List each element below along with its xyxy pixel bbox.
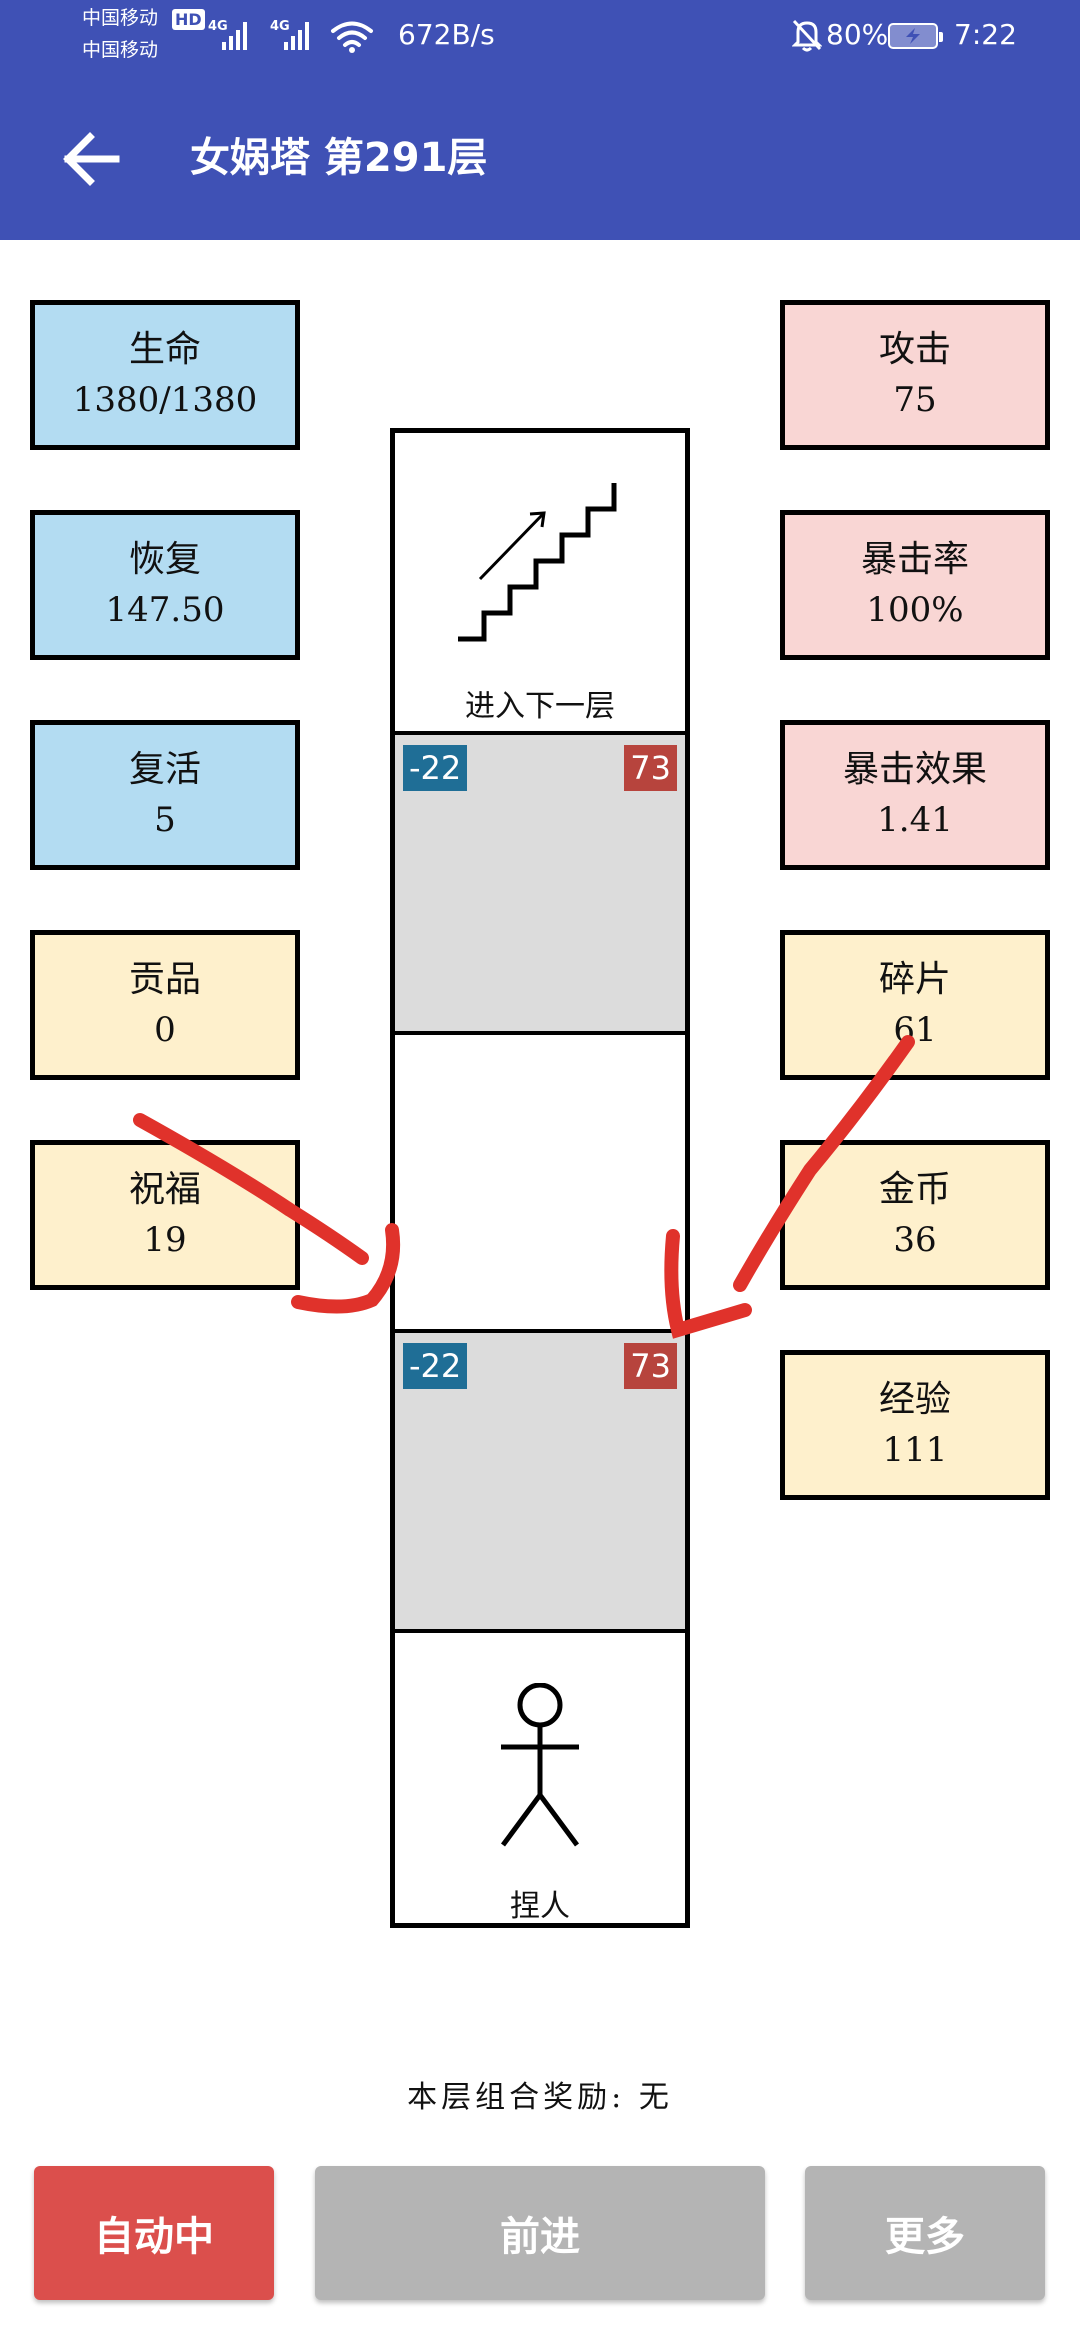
stat-crit-rate: 暴击率 100% [780,510,1050,660]
hd-badge: HD [172,9,205,30]
stat-label: 经验 [878,1379,951,1420]
stat-value: 5 [154,800,176,840]
stat-label: 贡品 [128,959,201,1000]
stat-value: 61 [893,1010,937,1050]
stat-revive: 复活 5 [30,720,300,870]
arrow-left-icon[interactable] [58,130,122,188]
stat-gold: 金币 36 [780,1140,1050,1290]
stat-blessing: 祝福 19 [30,1140,300,1290]
stat-value: 100% [866,590,964,630]
forward-button[interactable]: 前进 [315,2166,765,2300]
stat-recovery: 恢复 147.50 [30,510,300,660]
carrier-1: 中国移动 [82,7,159,29]
stat-value: 0 [154,1010,176,1050]
stat-value: 1380/1380 [72,380,258,420]
enemy-damage-badge: -22 [403,745,468,791]
stat-value: 147.50 [105,590,225,630]
tower: 进入下一层 -22 73 -22 73 捏人 [390,428,690,1928]
enemy-hp-badge: 73 [624,1343,677,1389]
page-title: 女娲塔 第291层 [190,135,488,181]
stat-experience: 经验 111 [780,1350,1050,1500]
next-floor-label: 进入下一层 [465,689,615,724]
network-speed: 672B/s [398,18,495,51]
player-label: 捏人 [510,1889,570,1924]
stat-label: 复活 [128,749,201,790]
battery-charging-icon [888,23,943,49]
stat-hp: 生命 1380/1380 [30,300,300,450]
annotation-arrow-left-head [291,1223,401,1314]
wifi-icon [331,21,373,53]
stat-value: 19 [143,1220,187,1260]
stat-tribute: 贡品 0 [30,930,300,1080]
stat-value: 1.41 [877,800,953,840]
enemy-cell[interactable]: -22 73 [395,1329,685,1629]
stat-label: 碎片 [878,959,951,1000]
network-type-2: 4G [270,19,290,34]
stat-label: 祝福 [128,1169,201,1210]
enemy-damage-badge: -22 [403,1343,468,1389]
combo-reward-text: 本层组合奖励: 无 [407,2080,673,2115]
network-type-1: 4G [208,19,228,34]
stairs-icon [458,483,617,642]
stat-label: 暴击效果 [842,749,987,790]
stick-figure-icon [500,1683,580,1847]
stat-label: 生命 [128,329,201,370]
stat-label: 恢复 [128,539,201,580]
auto-button[interactable]: 自动中 [34,2166,274,2300]
stat-label: 攻击 [878,329,951,370]
stat-attack: 攻击 75 [780,300,1050,450]
stat-label: 暴击率 [860,539,969,580]
empty-cell [395,1031,685,1329]
clock: 7:22 [954,18,1017,51]
signal-icon [222,18,247,50]
bell-muted-icon [792,19,822,52]
stat-value: 111 [882,1430,948,1470]
stat-value: 36 [893,1220,937,1260]
stat-fragments: 碎片 61 [780,930,1050,1080]
carrier-2: 中国移动 [82,39,159,61]
enemy-hp-badge: 73 [624,745,677,791]
status-bar: 中国移动 中国移动 HD 4G 4G 672B/s 80% 7:2 [0,0,1080,72]
signal-icon [284,18,309,50]
stat-crit-effect: 暴击效果 1.41 [780,720,1050,870]
app-bar: 女娲塔 第291层 [0,72,1080,240]
player-cell[interactable]: 捏人 [395,1629,685,1924]
stat-label: 金币 [878,1169,951,1210]
battery-percent: 80% [826,18,889,51]
next-floor-cell[interactable]: 进入下一层 [395,433,685,731]
stat-value: 75 [893,380,937,420]
more-button[interactable]: 更多 [805,2166,1045,2300]
enemy-cell[interactable]: -22 73 [395,731,685,1031]
